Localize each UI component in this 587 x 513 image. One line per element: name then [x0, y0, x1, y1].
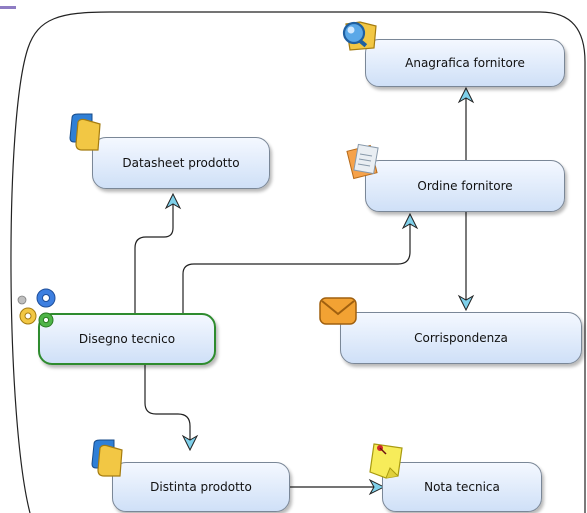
node-label: Anagrafica fornitore — [405, 56, 525, 70]
connector-disegno-distinta — [144, 364, 191, 446]
node-distinta-prodotto[interactable]: Distinta prodotto — [112, 462, 290, 512]
arrowhead-ordine — [401, 212, 419, 230]
node-corrispondenza[interactable]: Corrispondenza — [340, 312, 582, 364]
order-form-icon — [346, 143, 379, 180]
node-label: Datasheet prodotto — [122, 156, 240, 170]
sticky-note-icon — [369, 443, 403, 479]
node-label: Disegno tecnico — [78, 332, 176, 346]
node-datasheet-prodotto[interactable]: Datasheet prodotto — [92, 137, 270, 189]
connectors — [134, 92, 467, 488]
gears-icon — [17, 288, 56, 328]
arrowhead-distinta — [181, 434, 199, 452]
arrowhead-anagrafica — [457, 86, 475, 104]
node-ordine-fornitore[interactable]: Ordine fornitore — [365, 160, 565, 212]
arrowhead-nota — [368, 478, 386, 496]
document-stack-icon — [91, 439, 123, 477]
connector-disegno-datasheet — [134, 196, 174, 313]
node-anagrafica-fornitore[interactable]: Anagrafica fornitore — [365, 39, 565, 87]
node-label: Distinta prodotto — [150, 480, 252, 494]
panel-top-rule — [0, 6, 16, 9]
document-stack-icon — [69, 113, 101, 151]
arrowheads — [164, 86, 475, 496]
left-panel-strip — [0, 0, 18, 513]
node-label: Ordine fornitore — [417, 179, 513, 193]
connector-disegno-ordine — [182, 218, 411, 313]
envelope-icon — [319, 297, 357, 325]
node-label: Corrispondenza — [414, 331, 508, 345]
arrowhead-corrispondenza — [457, 294, 475, 312]
arrowhead-datasheet — [164, 192, 182, 210]
magnifier-folder-icon — [342, 21, 377, 51]
node-label: Nota tecnica — [424, 480, 500, 494]
boundary-outline — [10, 11, 586, 513]
